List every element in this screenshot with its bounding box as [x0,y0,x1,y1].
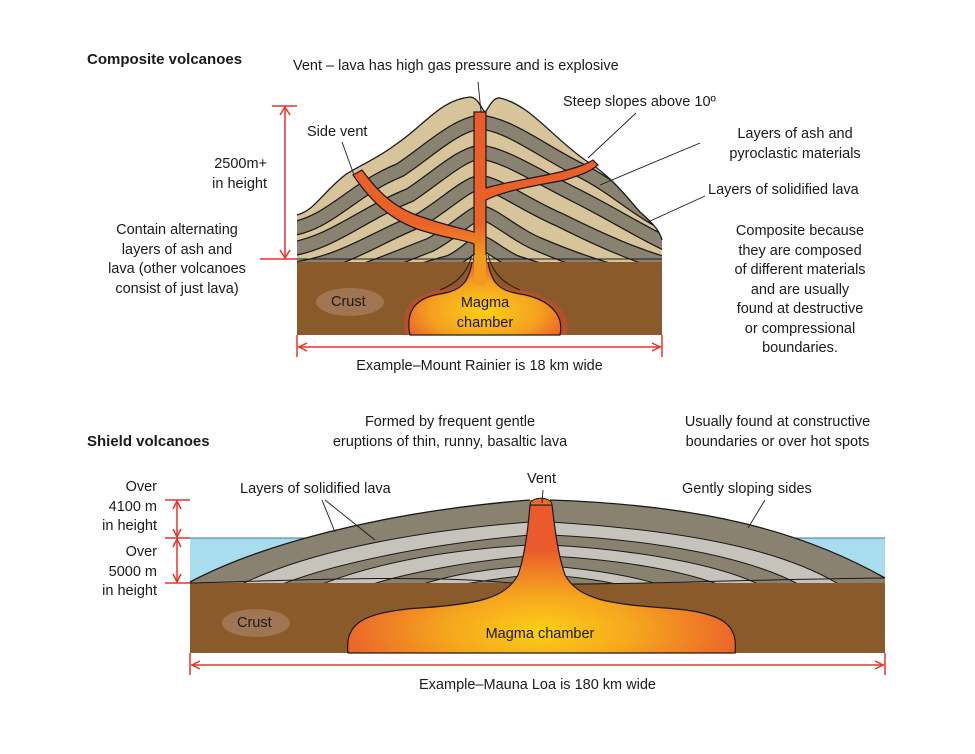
composite-crust-label: Crust [331,294,366,310]
composite-title: Composite volcanoes [87,51,243,68]
gentle-slopes-label: Gently sloping sides [682,481,812,497]
steep-slopes-label: Steep slopes above 10º [563,94,716,110]
height-below-sea-label: Over 5000 m in height [102,544,157,599]
solidified-lava-label: Layers of solidified lava [708,182,859,198]
composite-example-label: Example–Mount Rainier is 18 km wide [356,358,603,374]
composite-leader-lines [341,81,706,223]
why-composite-label: Composite because they are composed of d… [734,223,866,356]
shield-magma-label: Magma chamber [485,626,595,642]
shield-example-label: Example–Mauna Loa is 180 km wide [419,677,656,693]
composite-vent-label: Vent – lava has high gas pressure and is… [293,58,619,74]
composite-measure-lines [260,105,663,357]
shield-leader-lines [321,489,766,541]
composite-height-label: 2500m+ in height [212,156,267,192]
composite-vent-conduit [352,111,599,263]
shield-title: Shield volcanoes [87,433,210,450]
height-above-sea-label: Over 4100 m in height [102,479,157,534]
composite-crust-label-bg [316,288,384,316]
shield-layers-label: Layers of solidified lava [240,481,391,497]
shield-measure-lines [165,499,886,675]
shield-found-at-label: Usually found at constructive boundaries… [684,414,871,450]
shield-vent-label: Vent [527,471,557,487]
side-vent-label: Side vent [307,124,368,140]
alternating-layers-label: Contain alternating layers of ash and la… [108,222,246,297]
shield-volcano-illustration [189,497,886,654]
ash-layers-label: Layers of ash and pyroclastic materials [729,126,861,162]
composite-magma-label: Magma chamber [456,295,514,331]
shield-vent [529,497,553,506]
shield-formed-by-label: Formed by frequent gentle eruptions of t… [332,414,568,450]
shield-crust-label: Crust [237,615,272,631]
shield-outline [189,499,886,583]
